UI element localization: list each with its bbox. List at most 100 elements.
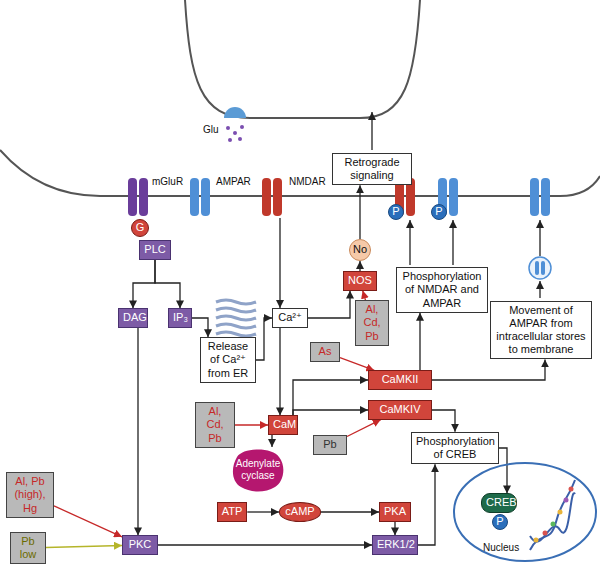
node-text: Al, Pb (high), Hg	[11, 475, 49, 515]
vesicle-dome	[224, 107, 246, 118]
mglur-receptor	[128, 178, 148, 216]
signal-box: IP₃	[168, 308, 192, 327]
inhibition-arrow	[363, 291, 366, 301]
node-text: G	[136, 221, 145, 234]
pathway-arrow	[271, 435, 272, 447]
intracellular-vesicle	[529, 257, 551, 279]
inserted-ampar	[530, 178, 550, 216]
pathway-arrow	[293, 410, 368, 415]
pathway-arrow	[155, 260, 180, 309]
node-text: PKA	[384, 505, 406, 518]
node-text: ATP	[222, 505, 243, 518]
node-text: Pb low	[15, 535, 41, 561]
nucleus-outline	[453, 462, 597, 562]
node-text: CaM	[273, 418, 293, 431]
process-box: Release of Ca²⁺ from ER	[200, 337, 256, 383]
dna-helix	[530, 480, 575, 550]
node-text: Phosphorylation of NMDAR and AMPAR	[401, 270, 483, 310]
node-text: PLC	[144, 243, 165, 256]
node-text: Adenylate cyclase	[235, 458, 281, 482]
node-text: P	[392, 205, 399, 218]
g-protein-circle: G	[131, 219, 149, 237]
enzyme-box: CaMKIV	[368, 400, 432, 419]
nucleus-border	[454, 463, 596, 561]
process-box: Phosphorylation of CREB	[411, 432, 499, 464]
node-text: NOS	[348, 274, 372, 287]
node-text: ERK1/2	[377, 538, 413, 551]
pathway-arrow	[133, 260, 155, 309]
node-text: cAMP	[284, 505, 316, 518]
pathway-arrow	[499, 448, 507, 493]
metal-box: As	[310, 342, 340, 361]
node-text: As	[315, 345, 335, 358]
nucleus-ellipse: Nucleus CREB P	[453, 462, 597, 562]
pathway-arrow	[394, 522, 395, 536]
inhibition-arrow	[347, 420, 381, 437]
pathway-arrow	[137, 328, 138, 536]
pathway-arrow	[247, 511, 279, 512]
node-text: Phosphorylation of CREB	[416, 435, 494, 461]
no-circle: No	[349, 239, 371, 261]
nmdar-receptor	[262, 178, 282, 216]
pathway-arrow	[321, 511, 379, 512]
enzyme-box: CaMKII	[368, 370, 432, 389]
metal-box: Al, Cd, Pb	[355, 300, 389, 346]
er-stack	[216, 300, 256, 336]
node-text: Retrograde signaling	[337, 156, 407, 182]
node-text: Ca²⁺	[277, 311, 303, 324]
enzyme-box: CaM	[268, 415, 298, 434]
node-text: IP₃	[173, 311, 187, 324]
enzyme-box: NOS	[343, 271, 377, 290]
inhibition-arrow	[54, 506, 122, 537]
pathway-arrow	[432, 359, 545, 380]
inhibition-arrow	[235, 424, 268, 425]
phosphate-circle: P	[492, 514, 508, 530]
enzyme-box: ATP	[217, 502, 248, 521]
node-text: P	[435, 205, 442, 218]
pathway-arrow	[359, 261, 360, 271]
node-text: PKC	[127, 538, 153, 551]
enzyme-box: PKA	[379, 502, 411, 521]
signal-box: PKC	[122, 535, 158, 554]
pathway-arrow	[192, 318, 208, 337]
pathway-arrow	[158, 544, 372, 545]
process-box: Retrograde signaling	[332, 153, 412, 185]
node-text: Nucleus	[483, 542, 519, 554]
pathway-arrow	[418, 464, 435, 545]
metal-box: Al, Pb (high), Hg	[6, 472, 54, 518]
receptor-label: Glu	[203, 124, 219, 136]
postsynaptic-membrane	[0, 150, 600, 196]
adenylate-cyclase-shape: Adenylate cyclase	[229, 447, 287, 493]
process-box: Ca²⁺	[272, 308, 308, 327]
node-text: P	[496, 515, 503, 528]
node-text: CaMKII	[373, 373, 427, 386]
phosphate-circle: P	[431, 204, 447, 220]
node-text: No	[353, 243, 367, 256]
signal-box: ERK1/2	[372, 535, 418, 554]
receptor-label: NMDAR	[289, 176, 326, 188]
pathway-arrow	[256, 318, 272, 360]
cyclase-blob	[233, 450, 283, 492]
metal-box: Al, Cd, Pb	[195, 402, 235, 448]
node-text: Al, Cd, Pb	[200, 405, 230, 445]
node-text: Release of Ca²⁺ from ER	[205, 340, 251, 380]
node-text: CaMKIV	[373, 403, 427, 416]
pathway-arrow	[293, 380, 368, 415]
signal-box: DAG	[118, 308, 148, 327]
process-box: Movement of AMPAR from intracellular sto…	[490, 301, 592, 360]
receptor-label: mGluR	[152, 176, 183, 188]
inhibition-arrow	[340, 358, 374, 371]
pathway-arrow	[432, 410, 455, 432]
pathway-arrow	[279, 328, 280, 416]
node-text: Al, Cd, Pb	[360, 303, 384, 343]
presynaptic-terminal	[185, 0, 420, 118]
ampar-receptor	[190, 178, 210, 216]
pathway-arrow	[359, 185, 360, 239]
creb-blob: CREB	[481, 493, 517, 512]
signal-box: PLC	[139, 240, 170, 259]
process-box: Phosphorylation of NMDAR and AMPAR	[396, 267, 488, 313]
